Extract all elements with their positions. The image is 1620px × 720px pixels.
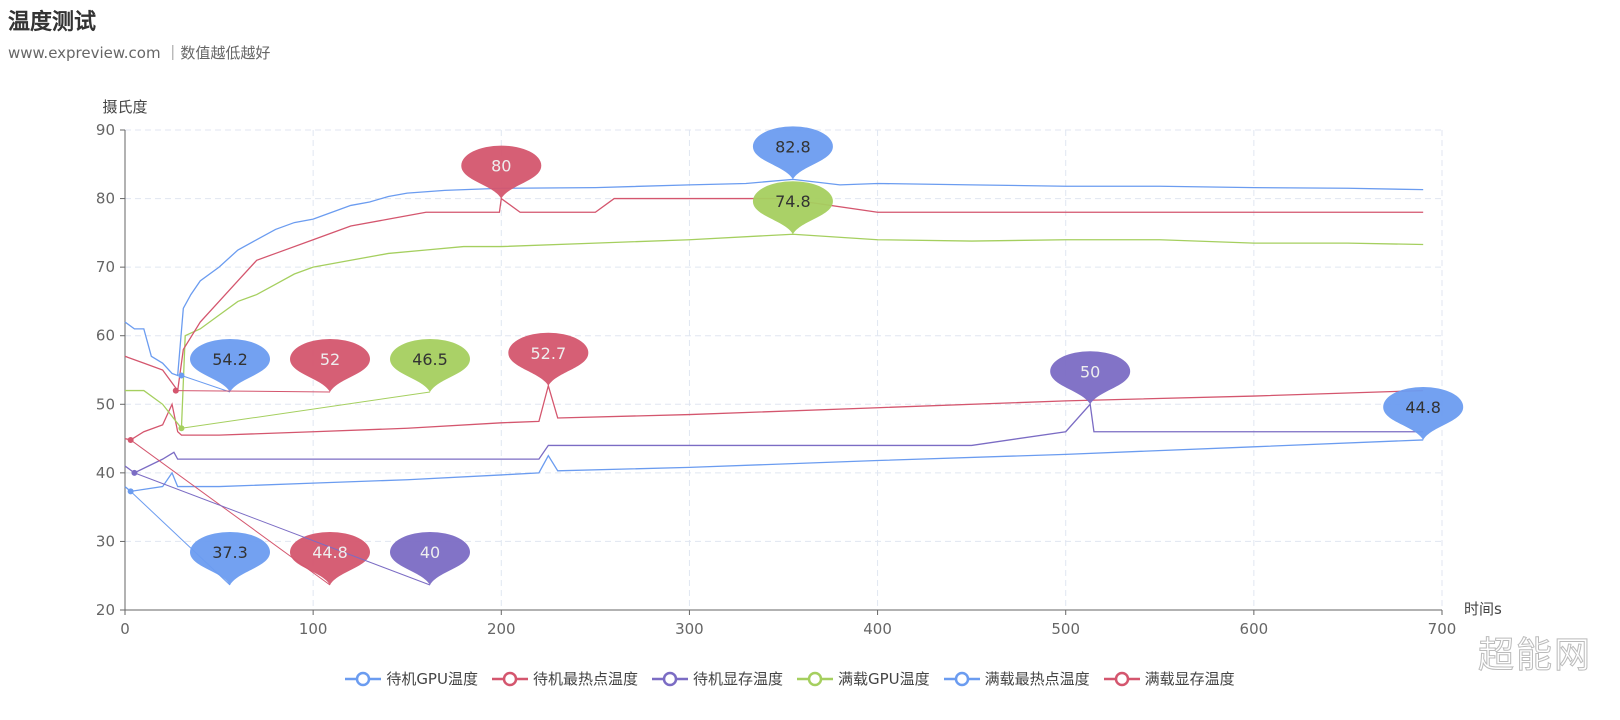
legend-item-2[interactable]: 待机显存温度 xyxy=(651,668,783,689)
legend-label: 待机最热点温度 xyxy=(532,670,638,688)
y-tick-label: 40 xyxy=(96,464,115,482)
series-line-2 xyxy=(124,402,1424,474)
marker-leader-line xyxy=(175,390,331,393)
x-tick-label: 600 xyxy=(1240,620,1269,638)
legend-line-circle-icon xyxy=(1103,671,1140,686)
marker-label: 74.8 xyxy=(775,192,811,211)
marker-label: 46.5 xyxy=(412,350,448,369)
x-tick-label: 400 xyxy=(863,620,892,638)
marker-pin-min-2 xyxy=(390,532,470,585)
series-line-5 xyxy=(124,197,1424,393)
legend-label: 待机显存温度 xyxy=(692,670,783,688)
marker-pin-min-5 xyxy=(290,339,370,392)
legend-item-1[interactable]: 待机最热点温度 xyxy=(491,668,638,689)
marker-label: 82.8 xyxy=(775,137,811,156)
legend-label: 满载最热点温度 xyxy=(984,670,1090,688)
legend-line-circle-icon xyxy=(943,671,980,686)
marker-labels: 37.3 44.8 44.8 52.7 40 50 46.5 74.8 54.2 82.8 52 80 xyxy=(212,137,1441,562)
legend-item-5[interactable]: 满载显存温度 xyxy=(1103,668,1235,689)
y-axis-label: 摄氏度 xyxy=(102,98,147,116)
marker-label: 44.8 xyxy=(1405,398,1441,417)
y-tick-label: 80 xyxy=(96,190,115,208)
x-tick-label: 300 xyxy=(675,620,704,638)
marker-point xyxy=(178,372,185,379)
legend-line-circle-icon xyxy=(491,671,528,686)
marker-label: 52.7 xyxy=(531,344,567,363)
marker-label: 54.2 xyxy=(212,350,248,369)
marker-point xyxy=(127,488,134,495)
marker-point xyxy=(127,436,134,443)
legend-line-circle-icon xyxy=(797,671,833,686)
y-tick-label: 30 xyxy=(96,532,115,550)
series-line-0 xyxy=(124,439,1424,493)
marker-pin-max-4 xyxy=(752,126,833,180)
marker-pin-max-2 xyxy=(1050,351,1131,405)
marker-pin-min-1 xyxy=(290,532,370,585)
marker-leader-line xyxy=(134,472,431,586)
legend-item-0[interactable]: 待机GPU温度 xyxy=(345,668,478,689)
marker-pin-min-0 xyxy=(190,532,270,585)
legend-item-4[interactable]: 满载最热点温度 xyxy=(943,668,1090,689)
x-tick-label: 100 xyxy=(299,620,328,638)
y-tick-label: 60 xyxy=(96,327,115,345)
series-line-4 xyxy=(124,178,1424,377)
legend-item-3[interactable]: 满载GPU温度 xyxy=(797,668,930,689)
x-axis-label: 时间s xyxy=(1464,600,1502,618)
marker-pin-max-3 xyxy=(752,181,833,235)
marker-point xyxy=(131,469,138,476)
marker-label: 52 xyxy=(320,350,340,369)
legend-label: 满载显存温度 xyxy=(1144,670,1235,688)
y-tick-label: 50 xyxy=(96,395,115,413)
legend-line-circle-icon xyxy=(345,671,382,686)
watermark-logo: 超能网 xyxy=(1477,635,1593,677)
y-tick-label: 90 xyxy=(96,121,115,139)
marker-label: 44.8 xyxy=(312,543,348,562)
marker-point xyxy=(178,425,185,432)
marker-pin-min-3 xyxy=(390,339,470,392)
chart-subtitle: www.expreview.com ｜数值越低越好 xyxy=(8,44,271,62)
legend: 待机GPU温度 待机最热点温度 待机显存温度 满载GPU温度 满载最热点温度 满载显存温度 xyxy=(0,668,1580,689)
marker-pin-max-5 xyxy=(461,145,542,199)
marker-pin-min-4 xyxy=(190,339,270,392)
legend-line-circle-icon xyxy=(651,671,688,686)
x-tick-label: 0 xyxy=(120,620,130,638)
legend-label: 满载GPU温度 xyxy=(838,670,930,688)
x-tick-label: 200 xyxy=(487,620,516,638)
series-line-3 xyxy=(125,233,1424,431)
y-tick-label: 20 xyxy=(96,601,115,619)
marker-leader-line xyxy=(181,391,431,429)
legend-label: 待机GPU温度 xyxy=(386,670,478,688)
marker-pins xyxy=(127,126,1464,586)
marker-label: 40 xyxy=(420,543,440,562)
chart-title: 温度测试 xyxy=(8,10,97,35)
marker-leader-line xyxy=(181,375,231,393)
marker-label: 50 xyxy=(1080,362,1100,381)
marker-pin-max-1 xyxy=(508,332,589,386)
x-tick-label: 700 xyxy=(1428,620,1457,638)
marker-label: 37.3 xyxy=(212,543,248,562)
marker-label: 80 xyxy=(491,157,511,176)
series-line-1 xyxy=(124,383,1424,441)
marker-pin-max-0 xyxy=(1383,386,1464,440)
y-tick-label: 70 xyxy=(96,258,115,276)
marker-point xyxy=(172,387,179,394)
x-tick-label: 500 xyxy=(1051,620,1080,638)
